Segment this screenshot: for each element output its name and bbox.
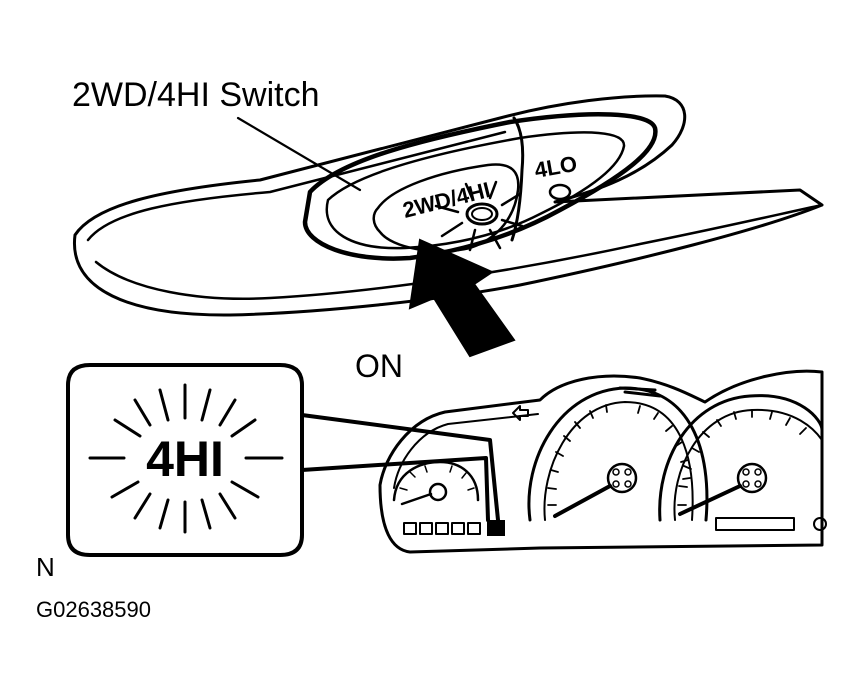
instrument-cluster <box>378 369 827 554</box>
switch-2wd4hi-button[interactable] <box>434 180 524 252</box>
callout-leader-line <box>236 116 362 192</box>
figure-code: G02638590 <box>36 597 151 622</box>
overhead-console <box>73 94 824 317</box>
small-gauge <box>392 460 480 506</box>
switch-4lo-label: 4LO <box>533 151 579 183</box>
4hi-indicator-lamp <box>487 520 505 536</box>
indicator-glow-rays <box>88 383 284 534</box>
action-on-label: ON <box>355 348 403 384</box>
button-glow-rays <box>434 180 524 252</box>
center-gauge <box>527 386 709 522</box>
corner-letter: N <box>36 552 55 582</box>
right-gauge <box>658 394 827 531</box>
switch-callout-title: 2WD/4HI Switch <box>72 76 320 114</box>
turn-signal-icon <box>512 405 529 421</box>
press-arrow <box>408 238 516 358</box>
indicator-callout: 4HI <box>66 363 500 557</box>
indicator-lamps <box>403 522 481 535</box>
indicator-4hi-label: 4HI <box>146 431 224 487</box>
